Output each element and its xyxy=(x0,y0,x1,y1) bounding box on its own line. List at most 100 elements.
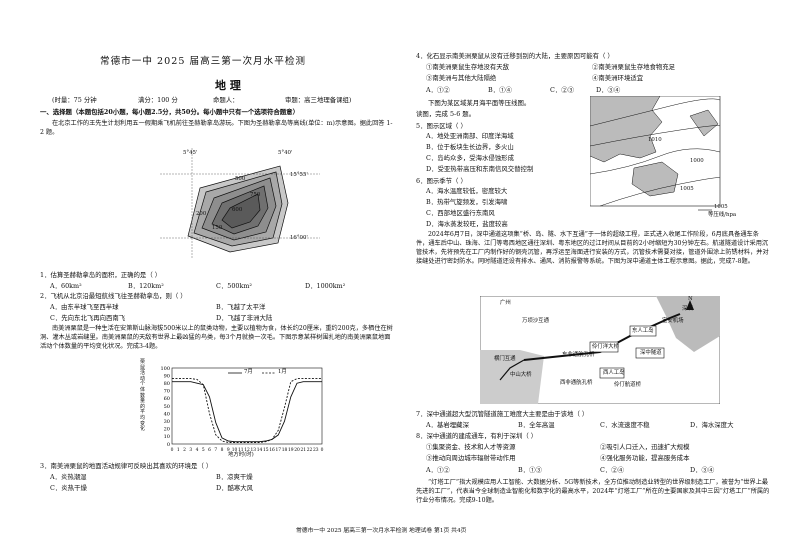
meta-score: 满分：100 分 xyxy=(138,96,178,104)
q8-item-1: ①集聚资金、技术和人才等资源 xyxy=(426,443,516,451)
intro-paragraph-2: 南美洲栗鼠是一种生活在安第斯山脉海拔500米以上的鼠类动物，主要以植物为食，体长… xyxy=(40,325,393,350)
x-tick-label: 5 xyxy=(202,448,205,453)
x-tick-label: 1 xyxy=(177,448,180,453)
landmass xyxy=(631,161,679,197)
map3-label: 西人工岛 xyxy=(603,370,625,376)
q8-stem: 8．深中通道的建成通车，有利于深圳（ ） xyxy=(416,432,538,440)
q7-option-a[interactable]: A．基岩埋藏深 xyxy=(426,421,469,429)
landmass xyxy=(480,350,544,404)
q2-option-c[interactable]: C．先向东北飞再向西南飞 xyxy=(50,314,126,322)
isobar-label: 1010 xyxy=(648,137,662,143)
q5-stem: 5．图示区域（ ） xyxy=(416,122,467,130)
map1-lon1: 5°45' xyxy=(183,150,198,156)
q8-option-b[interactable]: B．①③ xyxy=(518,466,542,474)
q2-option-a[interactable]: A．由东半球飞至西半球 xyxy=(50,303,119,311)
q3-option-d[interactable]: D．酷寒大风 xyxy=(216,484,254,492)
contour-label: 200 xyxy=(196,211,207,217)
isobar-legend-value: 1005 xyxy=(714,204,728,210)
q2-stem: 2．飞机从北京沿最短航线飞往圣赫勒拿岛，则（ ） xyxy=(40,292,187,300)
x-tick-label: 21 xyxy=(300,448,306,453)
y-tick-label: 30 xyxy=(164,419,170,425)
q7-stem: 7．深中通道超大型沉管隧道施工难度大主要是由于该地（ ） xyxy=(416,410,589,418)
map3-label: 东非通航孔桥 xyxy=(562,352,595,358)
q4-option-c[interactable]: C．②③ xyxy=(550,86,575,94)
q4-option-b[interactable]: B．①④ xyxy=(488,86,512,94)
map3-label: 广州 xyxy=(500,300,511,306)
q7-option-c[interactable]: C．水流速度不稳 xyxy=(600,421,650,429)
q4-option-d[interactable]: D．③④ xyxy=(596,86,621,94)
x-tick-label: 20 xyxy=(294,448,300,453)
q5-option-a[interactable]: A．地处亚洲南部、印度洋海域 xyxy=(426,132,514,140)
exam-title: 常德市一中 2025 届高三第一次月水平检测 xyxy=(100,56,307,67)
q4-item-1: ①南美洲栗鼠生存地没有天敌 xyxy=(426,63,510,71)
q8-option-d[interactable]: D．③④ xyxy=(690,466,715,474)
q8-item-3: ③推动向周边城市辐射带动作用 xyxy=(426,454,516,462)
x-tick-label: 22 xyxy=(307,448,313,453)
q8-option-c[interactable]: C．②④ xyxy=(600,466,625,474)
q6-option-c[interactable]: C．西部地区盛行东南风 xyxy=(426,209,495,217)
map3-label: 万顷沙互通 xyxy=(522,318,549,324)
map3-label: 东人工岛 xyxy=(632,328,654,334)
q4-option-a[interactable]: A．①② xyxy=(426,86,450,94)
q1-option-a[interactable]: A．60km² xyxy=(50,282,82,290)
x-tick-label: 18 xyxy=(282,448,288,453)
q4-item-2: ②南美洲栗鼠生存地食物充足 xyxy=(592,63,676,71)
x-tick-label: 0 xyxy=(171,448,174,453)
map3-label: 深中隧道 xyxy=(640,350,662,356)
q5-option-d[interactable]: D．受亚热带高压和东南信风交替控制 xyxy=(426,165,534,173)
series-line-jul xyxy=(172,381,322,443)
y-tick-label: 90 xyxy=(164,373,170,379)
y-tick-label: 70 xyxy=(164,389,170,395)
y-tick-label: 100 xyxy=(160,366,170,372)
q2-option-b[interactable]: B．飞越了太平洋 xyxy=(216,303,266,311)
section-heading: 一、选择题（本题包括20小题，每小题2.5分，共50分。每小题中只有一个选项符合… xyxy=(40,108,299,116)
shenzhong-map xyxy=(480,296,720,404)
intro-5-line2: 读图，完成 5-6 题。 xyxy=(416,110,476,118)
q6-option-b[interactable]: B．热带气旋频发，引发海啸 xyxy=(426,198,508,206)
x-tick-label: 6 xyxy=(208,448,211,453)
q6-option-a[interactable]: A．海水温度较低，密度较大 xyxy=(426,187,508,195)
q6-stem: 6．图示季节（ ） xyxy=(416,177,467,185)
isobar-map xyxy=(590,96,721,211)
y-tick-label: 60 xyxy=(164,396,170,402)
meta-author: 命题人： xyxy=(213,96,239,104)
q3-stem: 3．南美洲栗鼠的地面活动规律可反映出其喜欢的环境是（ ） xyxy=(40,462,213,470)
q2-option-d[interactable]: D．飞越了非洲大陆 xyxy=(216,314,273,322)
contour-label: 750 xyxy=(250,192,261,198)
subject-title: 地 理 xyxy=(215,79,241,92)
legend-jan-label: 1月 xyxy=(278,369,287,375)
q1-option-d[interactable]: D．1000km² xyxy=(305,282,346,290)
meta-reviewer: 审题：高三地理备课组) xyxy=(285,96,352,104)
road-line xyxy=(499,359,525,381)
q8-item-4: ④强化服务功能，提高服务成本 xyxy=(600,454,690,462)
x-tick-label: 7 xyxy=(214,448,217,453)
map3-label: 宝安机场 xyxy=(662,318,684,324)
map3-label: 伶仃航道桥 xyxy=(614,382,641,388)
x-tick-label: 16 xyxy=(269,448,275,453)
q5-option-b[interactable]: B．位于板块生长边界，多火山 xyxy=(426,143,514,151)
map1-lon2: 5°40' xyxy=(278,150,293,156)
q3-option-b[interactable]: B．凉爽干燥 xyxy=(216,473,253,481)
isobar-legend-label: 等压线/hpa xyxy=(708,212,737,218)
q7-option-d[interactable]: D．海水深度大 xyxy=(690,421,734,429)
page-footer: 常德市一中 2025 届高三第一次月水平检测 地理试卷 第1页 共4页 xyxy=(296,528,467,534)
q3-option-a[interactable]: A．炎热潮湿 xyxy=(50,473,87,481)
q3-option-c[interactable]: C．炎热干燥 xyxy=(50,484,87,492)
x-tick-label: 0 xyxy=(321,448,324,453)
q6-option-d[interactable]: D．海水蒸发较旺，盐度较高 xyxy=(426,220,508,228)
q1-option-b[interactable]: B．120km² xyxy=(128,282,164,290)
q4-item-4: ④南美洲环境适宜 xyxy=(592,74,644,82)
x-tick-label: 23 xyxy=(313,448,319,453)
x-tick-label: 19 xyxy=(288,448,294,453)
y-tick-label: 80 xyxy=(164,381,170,387)
q5-option-c[interactable]: C．岛屿众多，受海水侵蚀形成 xyxy=(426,154,514,162)
chart-ylabel: 栗鼠活动个体数量的平均变化 xyxy=(140,359,146,433)
q1-option-c[interactable]: C．500km² xyxy=(216,282,252,290)
q7-option-b[interactable]: B．全年高温 xyxy=(518,421,555,429)
x-tick-label: 2 xyxy=(183,448,186,453)
x-tick-label: 4 xyxy=(196,448,199,453)
x-tick-label: 15 xyxy=(263,448,269,453)
q8-option-a[interactable]: A．①② xyxy=(426,466,450,474)
map3-label: 伶仃洋大桥 xyxy=(592,344,619,350)
